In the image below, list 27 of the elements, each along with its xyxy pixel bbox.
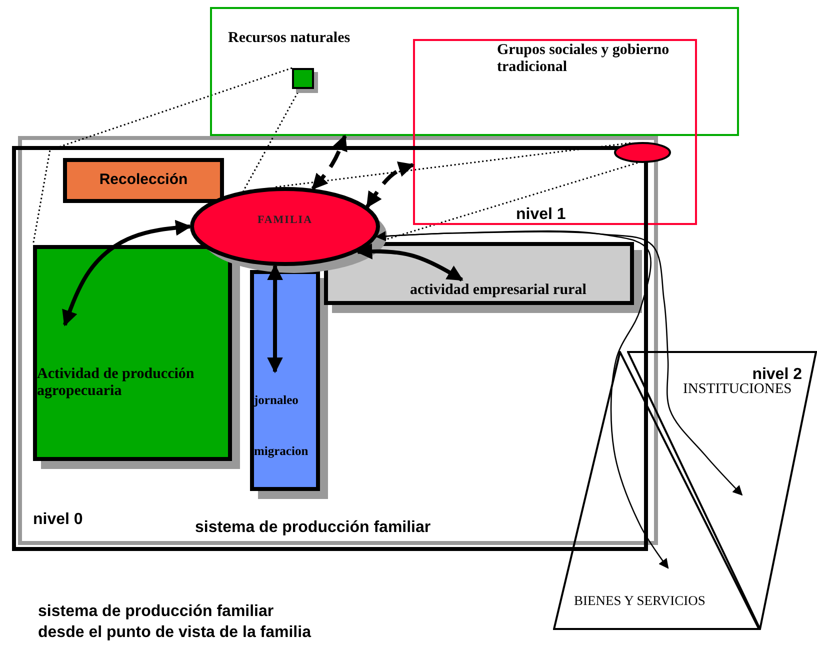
level-label: nivel 1: [516, 206, 567, 224]
level-label: nivel 2: [751, 366, 802, 383]
bar-label: migracion: [254, 444, 310, 458]
box-label: Actividad de producción agropecuaria: [37, 366, 196, 400]
arrow: [267, 264, 284, 374]
system-title: sistema de producción familiar: [195, 519, 432, 538]
triangle-label: INSTITUCIONES: [683, 381, 793, 398]
triangle-label: BIENES Y SERVICIOS: [574, 593, 706, 609]
level-label: nivel 0: [33, 511, 84, 530]
region-title: Recursos naturales: [228, 30, 352, 48]
dashed-arrow: [311, 134, 348, 190]
arrow: [62, 220, 192, 326]
dotted-line: [273, 142, 631, 188]
dashed-arrow: [366, 162, 415, 208]
caption: sistema de producción familiar desde el punto de vista de la familia: [38, 602, 312, 643]
dotted-line: [32, 67, 292, 246]
region-box: [210, 7, 739, 136]
box-label: Recolección: [98, 171, 189, 188]
process-box: [63, 158, 224, 203]
group-ellipse: [614, 142, 671, 163]
box-label: actividad empresarial rural: [410, 282, 588, 300]
region-title: Grupos sociales y gobierno tradicional: [497, 42, 670, 76]
arrow: [356, 243, 464, 282]
region-box: [413, 39, 697, 225]
arrow: [376, 230, 669, 569]
bar-label: jornaleo: [254, 393, 300, 408]
ellipse-label: FAMILIA: [256, 214, 314, 227]
